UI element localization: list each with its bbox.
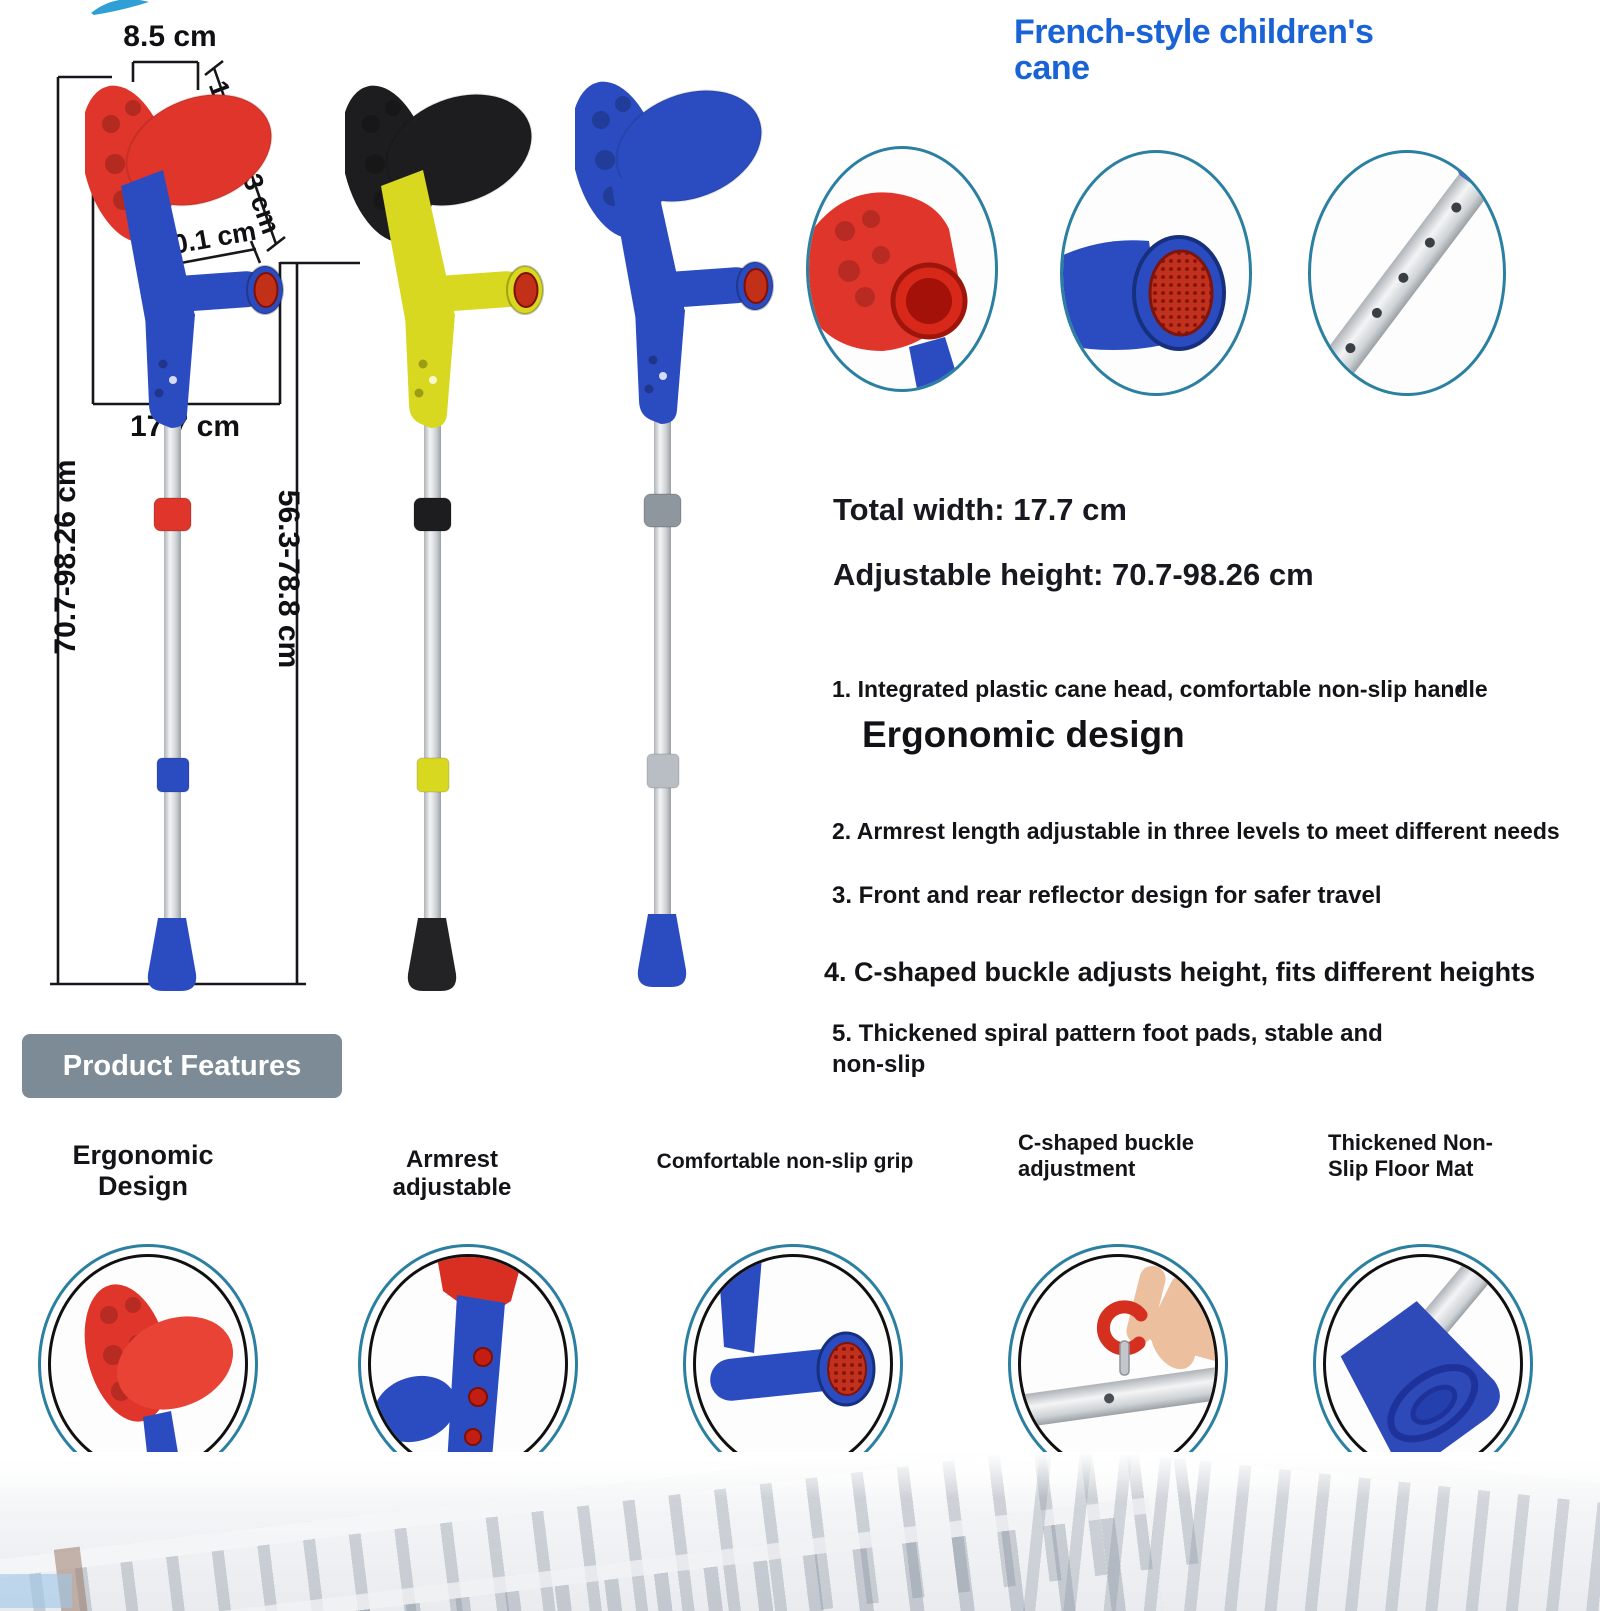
brand-swoosh-icon <box>91 0 149 15</box>
feature-circle-armrest <box>358 1244 578 1484</box>
feature-circle-buckle <box>1008 1244 1228 1484</box>
handle-reflector-photo <box>1063 235 1226 351</box>
spec-adjustable-height: Adjustable height: 70.7-98.26 cm <box>833 557 1314 592</box>
bottom-label-grip: Comfortable non-slip grip <box>656 1150 914 1173</box>
feature-circle-grip-inner <box>693 1254 893 1474</box>
building-background-photo <box>0 1452 1600 1611</box>
section-badge-label: Product Features <box>62 1049 302 1082</box>
crutch-blue <box>571 58 787 993</box>
building-fade <box>0 1452 1600 1498</box>
section-badge: Product Features <box>22 1034 342 1098</box>
closeup-adjustment-tube <box>1308 150 1506 396</box>
bottom-label-armrest: Armrest adjustable <box>392 1146 512 1201</box>
feature-circle-buckle-inner <box>1018 1254 1218 1474</box>
page-title: French-style children's cane <box>1014 13 1374 88</box>
closeup-handle-reflector <box>1060 150 1252 396</box>
feature-circle-armrest-inner <box>368 1254 568 1474</box>
feature-circle-grip <box>683 1244 903 1484</box>
feature-item-5: 5. Thickened spiral pattern foot pads, s… <box>832 1020 1383 1079</box>
buckle-adjust-photo <box>1021 1257 1215 1428</box>
grip-photo <box>710 1257 876 1407</box>
stray-mark: ' <box>1457 680 1464 710</box>
bottom-label-ergonomic: Ergonomic Design <box>72 1140 214 1201</box>
feature-circle-floor-mat-inner <box>1323 1254 1523 1474</box>
feature-circle-floor-mat <box>1313 1244 1533 1484</box>
ergonomic-cuff-photo <box>84 1284 234 1471</box>
floor-mat-photo <box>1340 1257 1520 1466</box>
armrest-cuff-photo <box>809 192 968 389</box>
armrest-adjust-photo <box>373 1257 523 1471</box>
feature-circle-ergonomic <box>38 1244 258 1484</box>
building-accent-blue <box>0 1574 72 1608</box>
feature-circle-ergonomic-inner <box>48 1254 248 1474</box>
bottom-label-floor-mat: Thickened Non-Slip Floor Mat <box>1328 1130 1494 1182</box>
dim-cuff-width: 8.5 cm <box>123 20 217 53</box>
closeup-armrest-cuff <box>806 146 998 392</box>
bottom-label-buckle: C-shaped buckle adjustment <box>1018 1130 1195 1182</box>
adjustment-tube-photo <box>1311 153 1503 393</box>
feature-headline: Ergonomic design <box>862 714 1185 755</box>
feature-item-2: 2. Armrest length adjustable in three le… <box>832 818 1560 844</box>
dim-overall-height: 70.7-98.26 cm <box>49 459 82 655</box>
crutch-red-blue <box>81 62 297 997</box>
feature-item-4: 4. C-shaped buckle adjusts height, fits … <box>824 957 1536 987</box>
feature-item-1: 1. Integrated plastic cane head, comfort… <box>832 676 1488 702</box>
crutch-yellow-black <box>341 62 557 997</box>
feature-item-3: 3. Front and rear reflector design for s… <box>832 882 1382 909</box>
spec-total-width: Total width: 17.7 cm <box>833 492 1127 527</box>
